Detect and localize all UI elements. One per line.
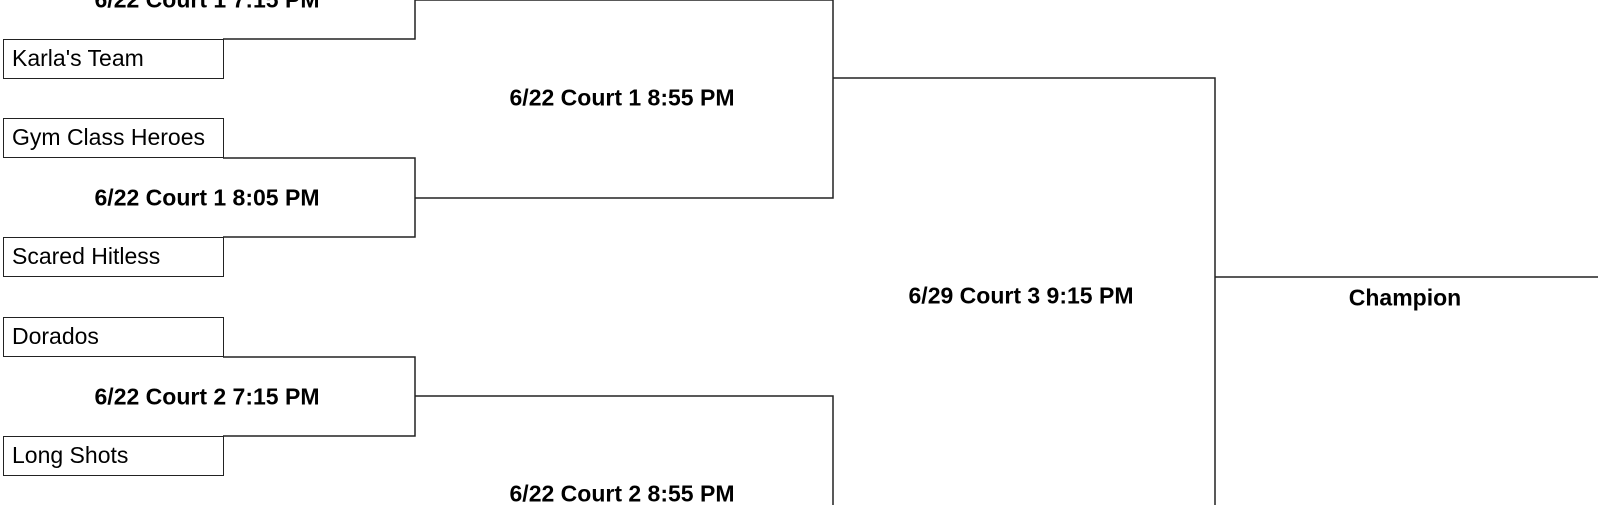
final-bracket	[833, 77, 1216, 505]
r2-match1-bracket	[415, 0, 834, 199]
team-box-long-shots: Long Shots	[3, 436, 224, 476]
match-label-r2-m1: 6/22 Court 1 8:55 PM	[509, 84, 735, 111]
champion-label: Champion	[1348, 284, 1462, 311]
match-label-r1-m2: 6/22 Court 1 8:05 PM	[94, 184, 320, 211]
match-label-r2-m2: 6/22 Court 2 8:55 PM	[509, 480, 735, 507]
match-label-final: 6/29 Court 3 9:15 PM	[908, 282, 1134, 309]
team-box-scared-hitless: Scared Hitless	[3, 237, 224, 277]
team-box-gym-class-heroes: Gym Class Heroes	[3, 118, 224, 158]
r1-match1-bracket	[223, 0, 416, 40]
match-label-r1-top: 6/22 Court 1 7:15 PM	[95, 0, 320, 14]
team-box-karlas-team: Karla's Team	[3, 39, 224, 79]
match-label-r1-m3: 6/22 Court 2 7:15 PM	[94, 383, 320, 410]
team-box-dorados: Dorados	[3, 317, 224, 357]
r2-match2-bracket	[415, 395, 834, 505]
